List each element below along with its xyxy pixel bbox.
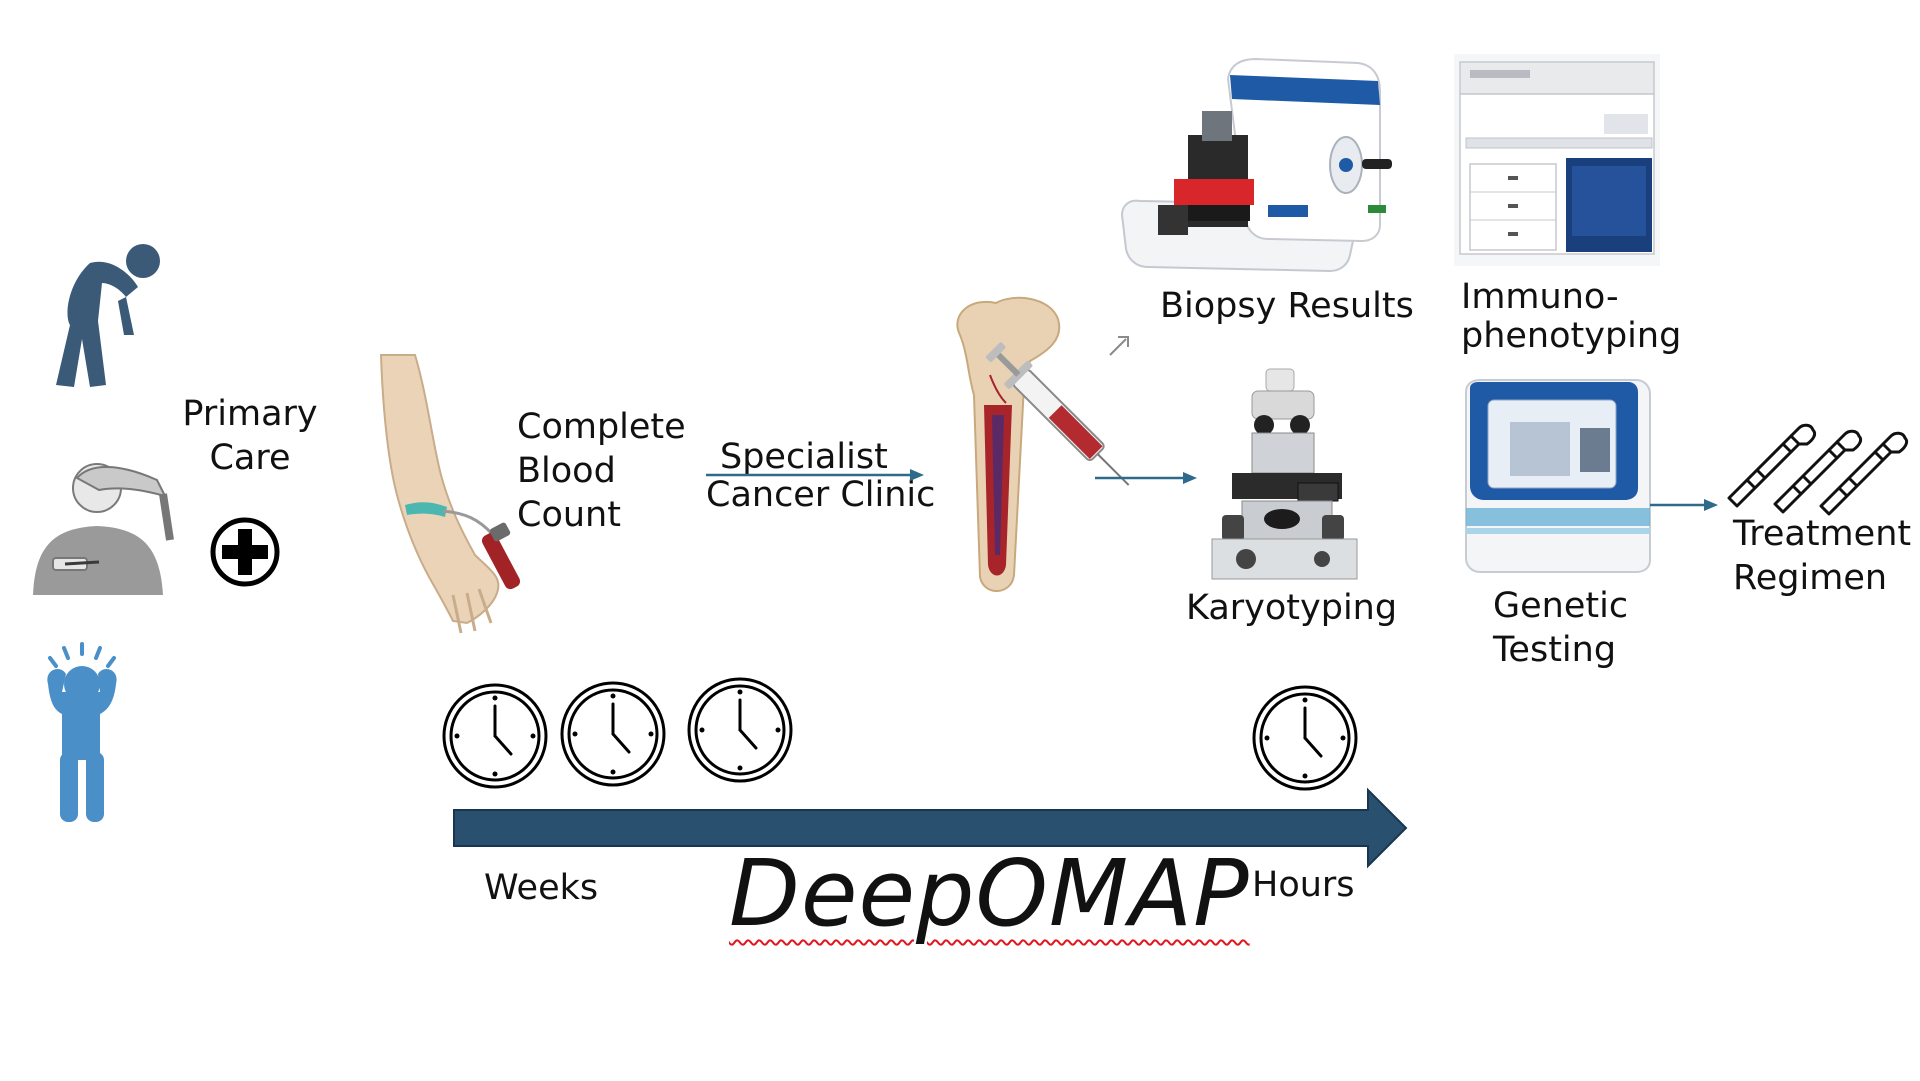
- sick-patient-icon: [56, 244, 160, 387]
- genetic-line-1: Genetic: [1493, 586, 1629, 626]
- cbc-line-2: Blood: [517, 451, 616, 491]
- immunophenotyping-label: Immuno- phenotyping: [1461, 278, 1681, 356]
- stressed-patient-icon: [47, 642, 117, 822]
- genetic-testing-label: Genetic Testing: [1493, 584, 1628, 672]
- weeks-label: Weeks: [484, 868, 599, 908]
- treatment-line-2: Regimen: [1733, 558, 1888, 598]
- biopsy-results-label: Biopsy Results: [1160, 286, 1414, 326]
- complete-blood-count-label: Complete Blood Count: [517, 405, 686, 537]
- immuno-line-1: Immuno-: [1461, 277, 1619, 317]
- feverish-patient-icon: [25, 450, 174, 595]
- specialist-line-1: Specialist: [720, 437, 888, 477]
- treatment-line-1: Treatment: [1733, 514, 1912, 554]
- deepomap-brand-title: DeepOMAP: [729, 840, 1250, 947]
- bone-marrow-aspiration-icon: [956, 296, 1130, 592]
- hours-label: Hours: [1252, 865, 1355, 905]
- timeline-arrow-icon: [453, 787, 1408, 869]
- clock-icon-4: [1252, 685, 1358, 791]
- primary-care-line-2: Care: [209, 438, 291, 478]
- sequencer-icon: [1465, 379, 1651, 573]
- arm-blood-draw-icon: [379, 354, 521, 634]
- droppers-icon: [1727, 423, 1909, 516]
- treatment-regimen-label: Treatment Regimen: [1733, 512, 1911, 600]
- specialist-arrow-icon: [706, 469, 924, 481]
- microscope-icon: [1211, 368, 1358, 580]
- bone-to-karyotyping-arrow-icon: [1095, 472, 1197, 484]
- specialist-cancer-clinic-label: Specialist Cancer Clinic: [706, 438, 935, 514]
- genetic-line-2: Testing: [1493, 630, 1617, 670]
- microtome-icon: [1120, 57, 1392, 273]
- clock-icon-1: [442, 683, 548, 789]
- clock-icon-2: [560, 681, 666, 787]
- flow-cytometer-icon: [1454, 54, 1660, 266]
- specialist-line-2: Cancer Clinic: [706, 475, 936, 515]
- sequencer-to-treatment-arrow-icon: [1650, 499, 1718, 511]
- primary-care-line-1: Primary: [182, 394, 318, 434]
- medical-cross-icon: [210, 517, 280, 587]
- clock-icon-3: [687, 677, 793, 783]
- cbc-line-3: Count: [517, 495, 621, 535]
- primary-care-label: Primary Care: [180, 392, 320, 480]
- cbc-line-1: Complete: [517, 407, 686, 447]
- immuno-line-2: phenotyping: [1461, 316, 1682, 356]
- karyotyping-label: Karyotyping: [1186, 588, 1398, 628]
